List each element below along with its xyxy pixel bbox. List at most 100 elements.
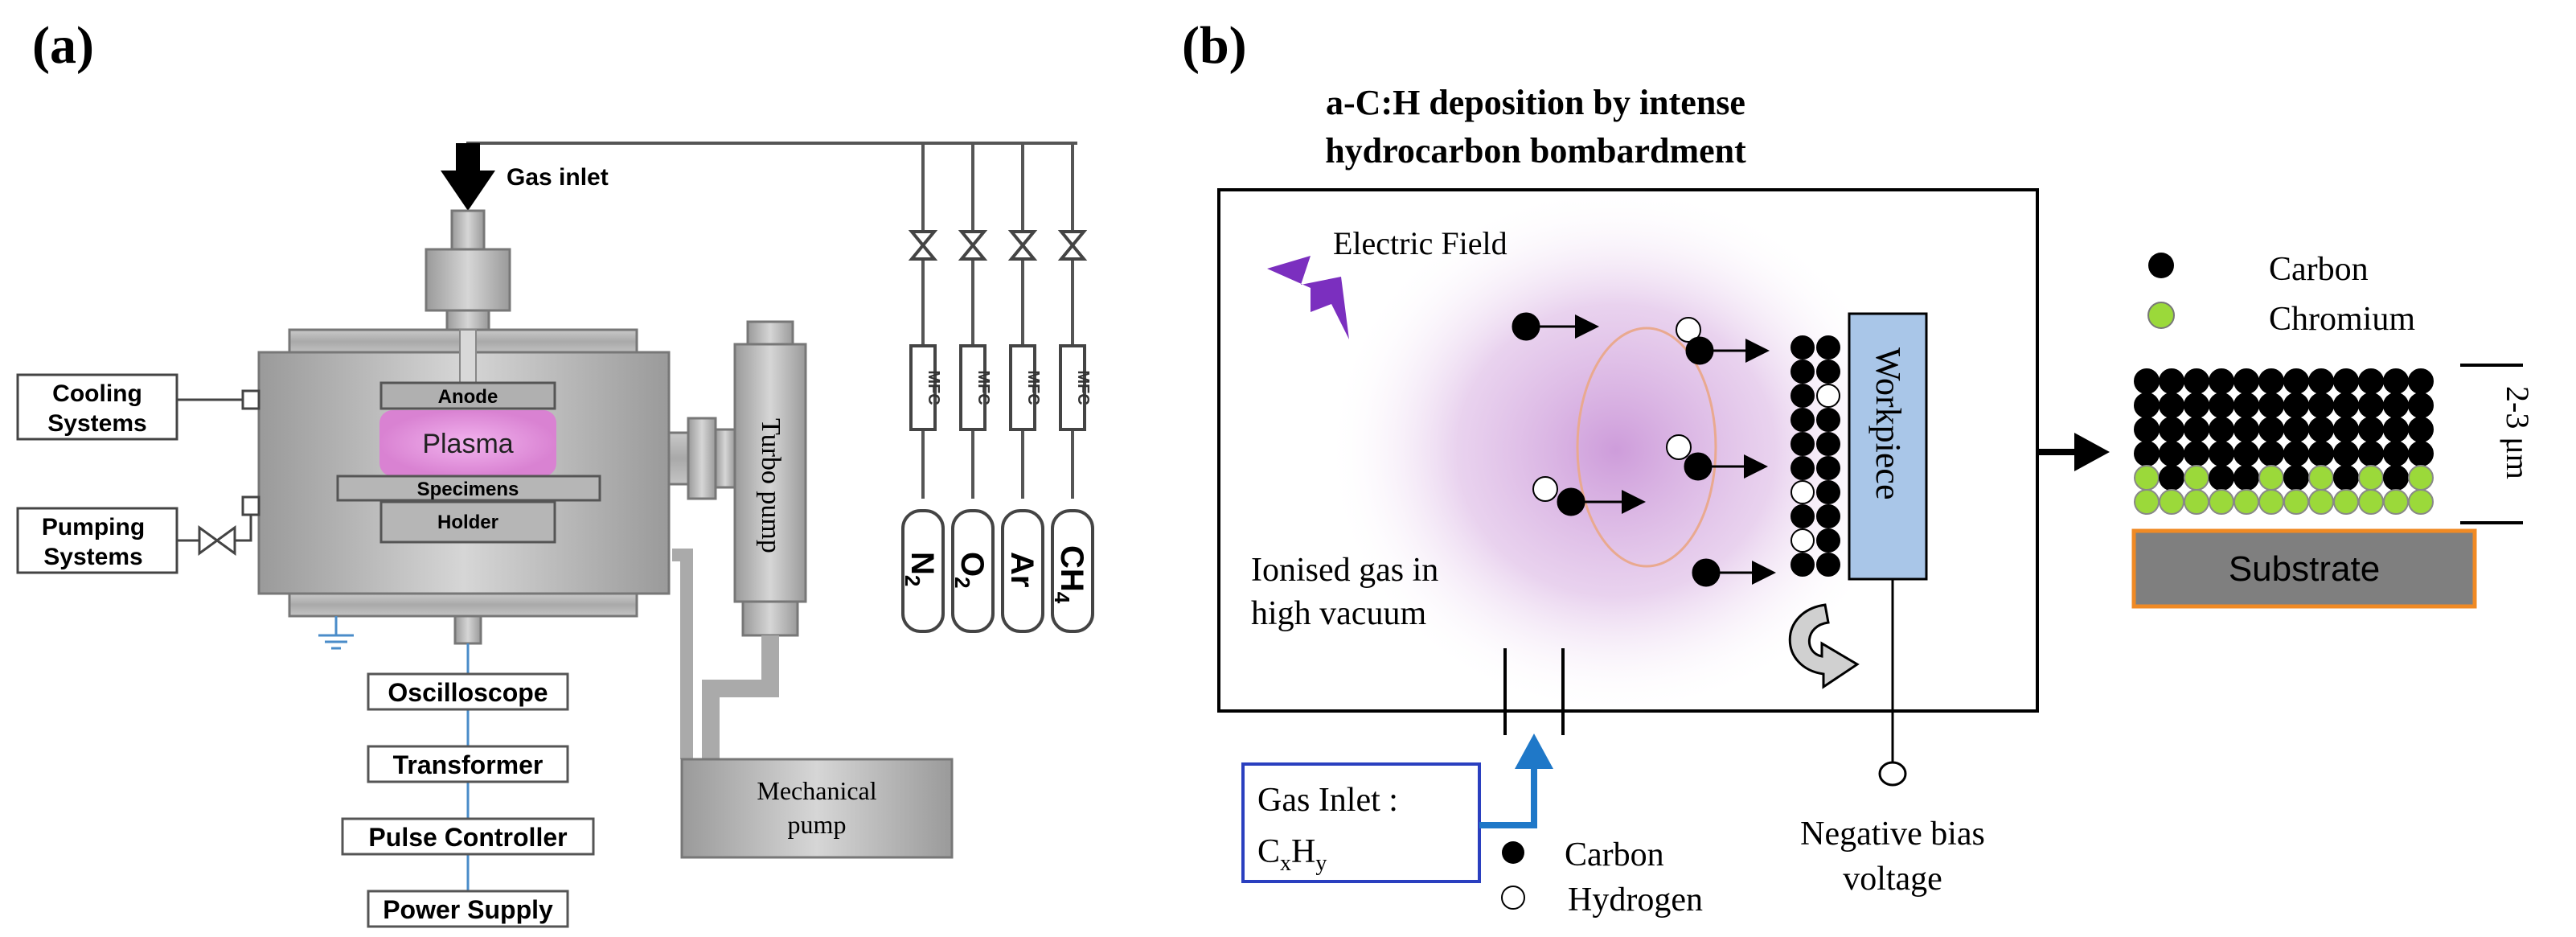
gas-inlet-box [1241,762,1481,883]
inlet-cap [425,248,511,312]
carbon-atom [2408,417,2434,442]
chromium-atom [2209,489,2234,515]
carbon-atom [2209,417,2234,442]
gas-inlet-label: Gas inlet [507,164,609,191]
chromium-atom [2159,489,2184,515]
carbon-atom [2408,392,2434,418]
chromium-atom [2408,489,2434,515]
substrate-label: Substrate [2229,549,2380,589]
pulse-controller-label: Pulse Controller [368,823,567,852]
ionised-gas-label-2: high vacuum [1251,595,1426,632]
chromium-atom [2184,465,2209,491]
workpiece-label: Workpiece [1868,347,1908,499]
carbon-atom [2159,465,2184,491]
carbon-atom [2383,417,2409,442]
anode-label: Anode [438,386,498,408]
carbon-atom [2233,368,2259,394]
legend-hydrogen-label: Hydrogen [1568,882,1703,919]
coating-chromium-icon [2147,302,2175,329]
mfc-label-4: MFC [1074,370,1092,405]
carbon-atom [2184,417,2209,442]
carbon-atom [2209,441,2234,466]
lightning-icon [1267,256,1349,339]
coating-carbon-label: Carbon [2269,251,2369,288]
coating-carbon-icon [2148,253,2174,278]
chromium-atom [2283,489,2309,515]
carbon-atom [2258,368,2284,394]
legend-carbon-icon [1502,841,1524,864]
carbon-atom [2184,368,2209,394]
carbon-atom [2333,368,2359,394]
power-supply-label: Power Supply [383,895,553,924]
chromium-atom [2134,465,2160,491]
deposited-atoms [1790,335,1840,577]
turbo-pump-top [746,320,794,346]
gas-branches [921,143,1074,499]
panel-a: (a) MFC MFC MFC MFC [16,16,1094,928]
carbon-atom [2308,417,2334,442]
mfc-label-1: MFC [925,370,942,405]
carbon-atom [2358,392,2384,418]
valve-icons [908,230,1088,261]
carbon-atom [2209,465,2234,491]
plasma-region [379,410,556,476]
result-arrow-icon [2074,433,2110,471]
carbon-atom [2159,417,2184,442]
carbon-atom [2134,392,2160,418]
turbo-pump-body [733,343,807,603]
carbon-atom [2283,417,2309,442]
anode-rod [459,329,477,384]
cooling-label-1: Cooling [52,380,142,407]
specimens-label: Specimens [417,479,519,500]
carbon-atom [2134,368,2160,394]
anode-plate [379,381,556,410]
carbon-atom [2333,392,2359,418]
chamber-base [288,592,638,618]
legend-hydrogen-icon [1501,886,1525,910]
chain-boxes [341,672,595,928]
chromium-atom [2408,465,2434,491]
electric-field-label: Electric Field [1333,225,1507,261]
panel-b-label: (b) [1182,16,1247,75]
carbon-atom [2308,368,2334,394]
gas-inlet-arrow-icon [1479,764,1537,828]
carbon-atom [2408,441,2434,466]
turbo-flange-2 [714,428,736,489]
holder-label: Holder [437,512,498,533]
chromium-atom [2358,465,2384,491]
bias-label-1: Negative bias [1800,816,1985,853]
carbon-atom [2184,392,2209,418]
bias-label-2: voltage [1843,861,1942,898]
thickness-label: 2-3 μm [2500,386,2536,479]
ionised-gas-label-1: Ionised gas in [1251,552,1438,589]
mfc-label-3: MFC [1024,370,1042,405]
mfc-label-2: MFC [974,370,992,405]
ion-orbit [1576,327,1717,568]
chromium-atom [2308,489,2334,515]
carbon-atom [2358,417,2384,442]
gas-n2: N2 [900,552,940,586]
carbon-atom [2258,392,2284,418]
pumping-label-1: Pumping [42,514,145,540]
gas-cylinders [901,509,1094,633]
turbo-pump-bottom [741,600,799,637]
inlet-tube [450,209,486,251]
chromium-atom [2258,465,2284,491]
chromium-atom [2383,489,2409,515]
mechanical-pump [680,758,954,859]
gas-o2: O2 [950,552,990,589]
chromium-atom [2333,489,2359,515]
workpiece [1848,312,1928,581]
chromium-atom [2258,489,2284,515]
carbon-atom [2258,441,2284,466]
carbon-atom [2333,441,2359,466]
pumping-label-2: Systems [43,544,142,570]
gas-ch4: CH4 [1050,545,1089,604]
bias-terminal [1878,761,1907,787]
turbo-pump-label: Turbo pump [756,418,786,553]
pump-valve-icon [198,525,236,556]
panel-b-title-1: a-C:H deposition by intense [1326,83,1745,122]
rotation-arrow-icon [1788,603,1860,689]
carbon-atom [2283,465,2309,491]
gas-inlet-text: Gas Inlet : [1257,782,1398,819]
